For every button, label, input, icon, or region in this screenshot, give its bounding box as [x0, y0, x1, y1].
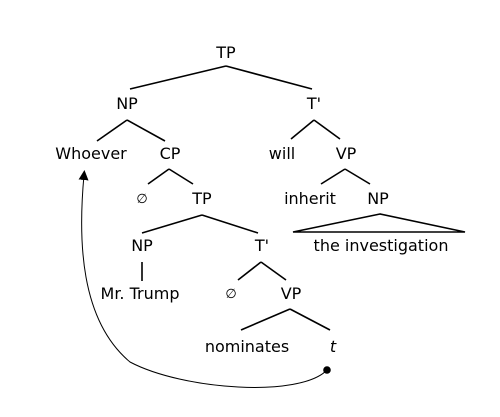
branch-tbar-vp: [313, 119, 341, 140]
node-cp: CP: [160, 144, 181, 163]
node-tp-embedded: TP: [191, 189, 212, 208]
tree-branches: [96, 65, 466, 331]
branch-tp-tbar: [225, 65, 313, 90]
np-triangle: [292, 213, 466, 233]
branch-vp-inherit: [320, 168, 346, 185]
branch-tp-tbar-embedded: [201, 214, 259, 234]
node-t-empty: ∅: [225, 287, 236, 302]
branch-tp-np: [129, 65, 227, 90]
node-c-empty: ∅: [136, 192, 147, 207]
node-vp-embedded: VP: [281, 284, 302, 303]
branch-cp-tp: [168, 168, 194, 185]
branch-tp-np-embedded: [141, 214, 203, 234]
node-will: will: [269, 144, 295, 163]
node-tp-root: TP: [215, 43, 236, 62]
branch-vp-np: [344, 168, 371, 185]
branch-np-cp: [126, 119, 166, 142]
branch-vp-trace: [289, 308, 331, 331]
movement-arrow: [78, 170, 328, 388]
branch-tbar-t: [237, 261, 262, 281]
node-whoever: Whoever: [55, 144, 127, 163]
node-t-bar-embedded: T': [254, 236, 269, 255]
node-nominates: nominates: [205, 337, 289, 356]
node-np-subject: NP: [116, 94, 138, 113]
node-the-investigation: the investigation: [314, 236, 449, 255]
branch-cp-c: [147, 168, 170, 185]
node-vp-upper: VP: [336, 144, 357, 163]
node-t-bar-upper: T': [306, 94, 321, 113]
branch-vp-nominates: [240, 308, 291, 331]
tree-labels: TP NP T' Whoever CP will VP ∅ TP inherit…: [55, 43, 448, 356]
node-np-object: NP: [367, 189, 389, 208]
node-trace: t: [330, 337, 337, 356]
branch-tbar-will: [290, 119, 315, 140]
node-inherit: inherit: [284, 189, 336, 208]
node-mr-trump: Mr. Trump: [101, 284, 180, 303]
branch-np-whoever: [96, 119, 128, 142]
trace-dot: [323, 366, 331, 374]
branch-tbar-vp-embedded: [260, 261, 287, 281]
node-np-embedded: NP: [131, 236, 153, 255]
